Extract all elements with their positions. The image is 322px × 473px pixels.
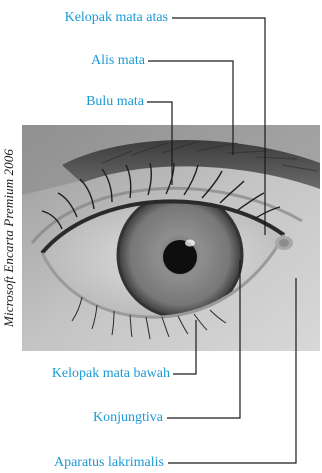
photo-credit-text: Microsoft Encarta Premium 2006	[1, 149, 17, 327]
label-eyelash: Bulu mata	[86, 94, 144, 110]
label-eyebrow: Alis mata	[91, 53, 145, 69]
label-conjunctiva: Konjungtiva	[93, 410, 163, 426]
label-upper-eyelid: Kelopak mata atas	[65, 10, 168, 26]
photo-credit: Microsoft Encarta Premium 2006	[0, 125, 18, 351]
label-lacrimal-apparatus: Aparatus lakrimalis	[54, 455, 164, 471]
eye-photograph	[22, 125, 320, 351]
label-lower-eyelid: Kelopak mata bawah	[52, 366, 170, 382]
